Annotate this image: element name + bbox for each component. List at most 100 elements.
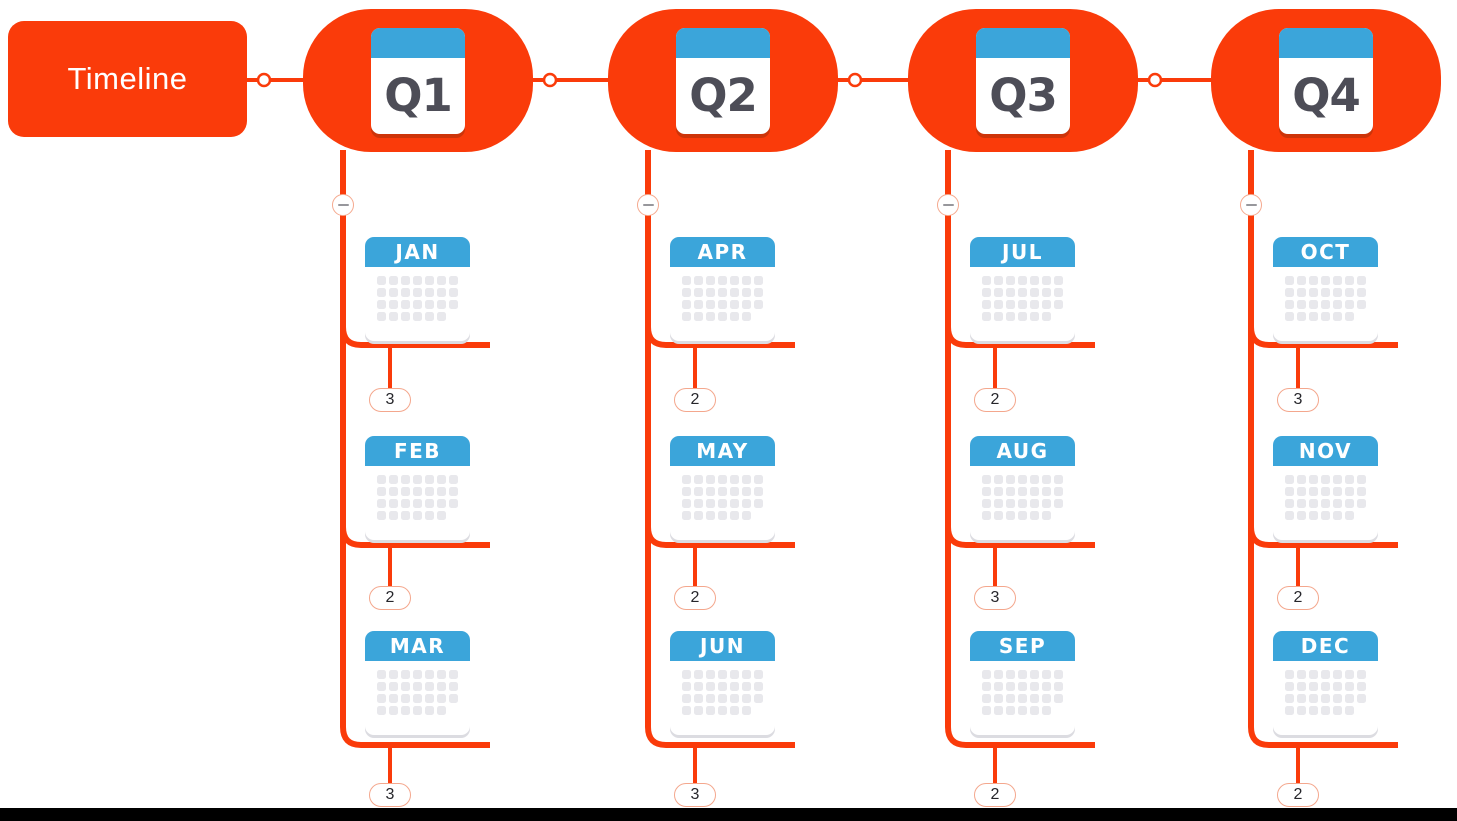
- circle-joint-icon: [1147, 72, 1163, 88]
- month-label: JUN: [670, 631, 775, 661]
- calendar-icon: Q2: [676, 27, 770, 134]
- quarter-node-q3[interactable]: Q3: [908, 9, 1138, 152]
- count-badge-jun[interactable]: 3: [674, 783, 716, 807]
- quarter-node-q4[interactable]: Q4: [1211, 9, 1441, 152]
- count-badge-jan[interactable]: 3: [369, 388, 411, 412]
- branch-lines-q2: [645, 150, 795, 785]
- month-node-jun[interactable]: JUN: [670, 631, 775, 735]
- root-node-timeline[interactable]: Timeline: [8, 21, 247, 137]
- branch-lines-q4: [1248, 150, 1398, 785]
- count-value: 3: [990, 589, 1000, 606]
- month-node-dec[interactable]: DEC: [1273, 631, 1378, 735]
- branch-line: [645, 326, 795, 348]
- calendar-grid: [670, 466, 775, 520]
- branch-lines-q3: [945, 150, 1095, 785]
- minus-icon: [642, 203, 654, 207]
- collapse-button-q2[interactable]: [637, 194, 659, 216]
- count-badge-feb[interactable]: 2: [369, 586, 411, 610]
- count-value: 3: [385, 391, 395, 408]
- minus-icon: [337, 203, 349, 207]
- calendar-grid: [1273, 267, 1378, 321]
- calendar-grid: [970, 466, 1075, 520]
- month-node-mar[interactable]: MAR: [365, 631, 470, 735]
- month-label: OCT: [1273, 237, 1378, 267]
- branch-line: [945, 526, 1095, 548]
- count-badge-oct[interactable]: 3: [1277, 388, 1319, 412]
- month-label: NOV: [1273, 436, 1378, 466]
- circle-joint-icon: [256, 72, 272, 88]
- trunk-line: [1248, 150, 1398, 748]
- calendar-grid: [365, 661, 470, 715]
- month-node-feb[interactable]: FEB: [365, 436, 470, 540]
- count-value: 2: [990, 786, 1000, 803]
- branch-lines-q1: [340, 150, 490, 785]
- calendar-grid: [970, 267, 1075, 321]
- branch-line: [1248, 526, 1398, 548]
- calendar-grid: [670, 267, 775, 321]
- count-value: 3: [1293, 391, 1303, 408]
- quarter-label: Q3: [989, 69, 1058, 122]
- month-label: APR: [670, 237, 775, 267]
- month-node-may[interactable]: MAY: [670, 436, 775, 540]
- calendar-icon: Q4: [1279, 27, 1373, 134]
- month-label: MAR: [365, 631, 470, 661]
- quarter-label: Q2: [689, 69, 758, 122]
- minus-icon: [1245, 203, 1257, 207]
- collapse-button-q1[interactable]: [332, 194, 354, 216]
- calendar-grid: [670, 661, 775, 715]
- count-value: 2: [690, 589, 700, 606]
- month-node-nov[interactable]: NOV: [1273, 436, 1378, 540]
- count-value: 2: [990, 391, 1000, 408]
- month-node-sep[interactable]: SEP: [970, 631, 1075, 735]
- count-badge-dec[interactable]: 2: [1277, 783, 1319, 807]
- trunk-line: [945, 150, 1095, 748]
- calendar-grid: [365, 466, 470, 520]
- calendar-icon-header: [976, 27, 1070, 58]
- month-label: SEP: [970, 631, 1075, 661]
- month-label: FEB: [365, 436, 470, 466]
- calendar-icon-header: [371, 27, 465, 58]
- month-label: MAY: [670, 436, 775, 466]
- count-value: 2: [385, 589, 395, 606]
- branch-line: [645, 526, 795, 548]
- count-badge-may[interactable]: 2: [674, 586, 716, 610]
- quarter-node-q2[interactable]: Q2: [608, 9, 838, 152]
- calendar-grid: [1273, 466, 1378, 520]
- calendar-grid: [1273, 661, 1378, 715]
- month-label: JUL: [970, 237, 1075, 267]
- trunk-line: [645, 150, 795, 748]
- month-node-oct[interactable]: OCT: [1273, 237, 1378, 341]
- month-label: AUG: [970, 436, 1075, 466]
- quarter-node-q1[interactable]: Q1: [303, 9, 533, 152]
- calendar-grid: [365, 267, 470, 321]
- calendar-icon-header: [676, 27, 770, 58]
- count-value: 3: [385, 786, 395, 803]
- branch-line: [945, 326, 1095, 348]
- collapse-button-q3[interactable]: [937, 194, 959, 216]
- month-node-jan[interactable]: JAN: [365, 237, 470, 341]
- count-badge-aug[interactable]: 3: [974, 586, 1016, 610]
- count-badge-mar[interactable]: 3: [369, 783, 411, 807]
- bottom-bar: [0, 808, 1457, 821]
- month-node-apr[interactable]: APR: [670, 237, 775, 341]
- count-value: 3: [690, 786, 700, 803]
- month-node-jul[interactable]: JUL: [970, 237, 1075, 341]
- minus-icon: [942, 203, 954, 207]
- branch-line: [340, 526, 490, 548]
- count-value: 2: [1293, 589, 1303, 606]
- circle-joint-icon: [847, 72, 863, 88]
- month-node-aug[interactable]: AUG: [970, 436, 1075, 540]
- calendar-icon-header: [1279, 27, 1373, 58]
- collapse-button-q4[interactable]: [1240, 194, 1262, 216]
- count-value: 2: [690, 391, 700, 408]
- quarter-label: Q1: [384, 69, 453, 122]
- calendar-grid: [970, 661, 1075, 715]
- branch-line: [340, 326, 490, 348]
- count-badge-sep[interactable]: 2: [974, 783, 1016, 807]
- count-badge-jul[interactable]: 2: [974, 388, 1016, 412]
- count-badge-nov[interactable]: 2: [1277, 586, 1319, 610]
- count-badge-apr[interactable]: 2: [674, 388, 716, 412]
- branch-line: [1248, 326, 1398, 348]
